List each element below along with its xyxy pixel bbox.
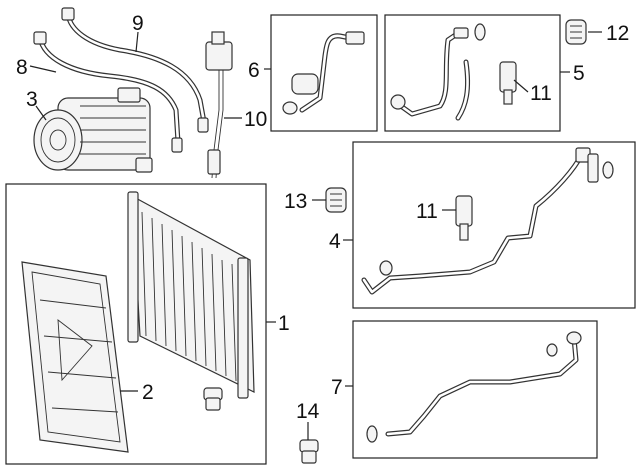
callout-4: 4 <box>329 230 341 253</box>
box-group-1 <box>5 183 267 465</box>
hose-part-4 <box>361 147 614 295</box>
box-group-5 <box>384 14 561 132</box>
switch-part-11-lower <box>455 195 473 241</box>
callout-11-lower: 11 <box>416 200 438 223</box>
hose-part-9 <box>61 7 209 133</box>
fitting-near-frame <box>203 387 223 411</box>
leader-8 <box>29 65 57 73</box>
callout-1: 1 <box>278 312 290 335</box>
hose-part-7 <box>366 331 582 443</box>
callout-10: 10 <box>244 108 267 131</box>
leader-9 <box>135 31 139 53</box>
leader-11-upper <box>513 79 529 93</box>
hose-part-5 <box>390 23 486 121</box>
callout-7: 7 <box>331 376 343 399</box>
callout-13: 13 <box>284 190 307 213</box>
callout-6: 6 <box>248 59 260 82</box>
leader-3 <box>35 105 47 121</box>
hose-part-8 <box>33 31 183 153</box>
cap-part-13 <box>325 187 347 213</box>
box-group-4 <box>352 141 636 309</box>
cap-part-12 <box>565 19 587 45</box>
hose-part-6 <box>282 31 365 115</box>
compressor-part-3 <box>33 87 153 173</box>
fitting-part-14 <box>299 439 319 464</box>
callout-8: 8 <box>16 56 28 79</box>
frame-part-2 <box>21 261 129 453</box>
callout-5: 5 <box>573 62 585 85</box>
callout-3: 3 <box>26 88 38 111</box>
box-group-6 <box>270 14 378 132</box>
callout-9: 9 <box>132 12 144 35</box>
callout-11-upper: 11 <box>530 82 552 105</box>
box-group-7 <box>352 320 598 459</box>
sensor-part-10 <box>205 31 233 179</box>
callout-14: 14 <box>296 400 320 423</box>
callout-2: 2 <box>142 381 154 404</box>
switch-part-11-upper <box>499 61 517 105</box>
condenser-part-1 <box>127 191 255 399</box>
callout-12: 12 <box>606 22 629 45</box>
